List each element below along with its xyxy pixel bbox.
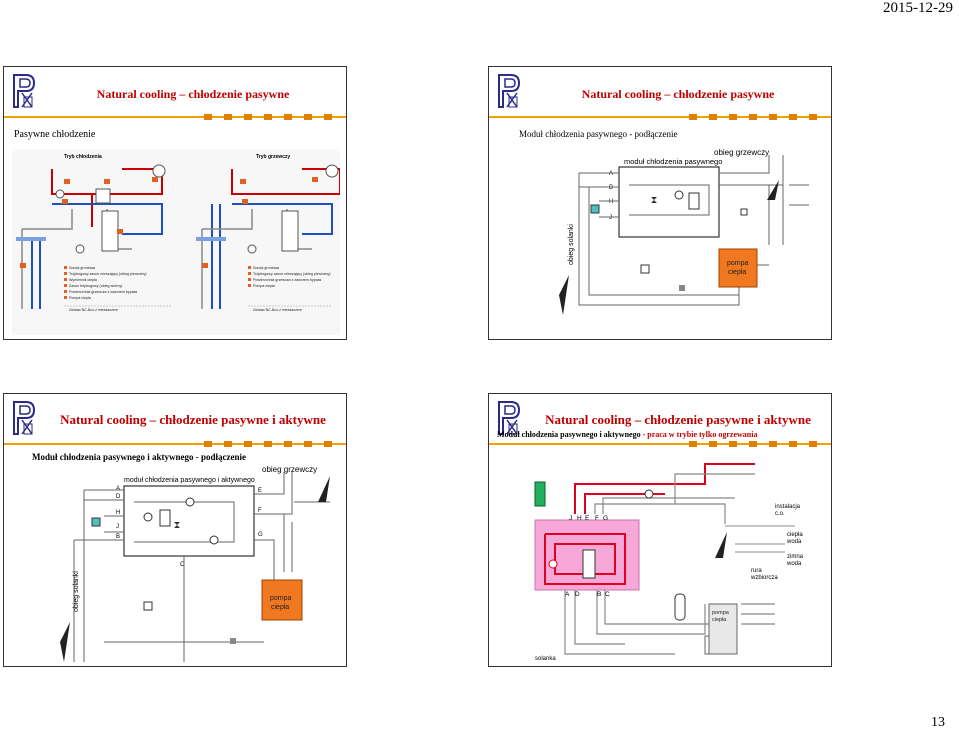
title-bar-dots xyxy=(4,114,346,120)
slide-1: Natural cooling – chłodzenie pasywne Pas… xyxy=(3,66,347,340)
brine-label: solanka xyxy=(535,656,556,662)
heat-pump-label: pompa xyxy=(270,595,292,602)
hot-water-label: ciepła xyxy=(787,532,803,538)
page-number: 13 xyxy=(931,715,945,730)
legend-left-item: Wymiennik ciepła xyxy=(69,278,97,282)
port-label: E xyxy=(585,515,590,522)
circulation-label: rura xyxy=(751,568,762,574)
legend-left-item: Trójdrogowy zawór mieszający (obieg pier… xyxy=(69,272,147,276)
cold-water-label: woda xyxy=(786,561,802,567)
port-label: A xyxy=(116,486,120,492)
slide-title: Natural cooling – chłodzenie pasywne xyxy=(581,87,775,101)
port-label: F xyxy=(595,515,599,522)
slide-subtitle: Moduł chłodzenia pasywnego i aktywnego -… xyxy=(497,430,757,439)
brine-circuit-label: obieg solanki xyxy=(568,224,575,265)
module-label: moduł chłodzenia pasywnego xyxy=(624,157,722,166)
brine-circuit-label: obieg solanki xyxy=(73,571,80,612)
passive-active-module-diagram: obieg grzewczy moduł chłodzenia pasywneg… xyxy=(34,462,340,662)
installation-label: c.o. xyxy=(775,511,785,517)
legend-left-item: Zawór trójdrogowy (obieg wtórny) xyxy=(69,284,122,288)
heat-pump-label: ciepła xyxy=(712,617,727,623)
legend-right-item: Sonda gruntowa xyxy=(253,266,279,270)
heat-pump-label: pompa xyxy=(712,610,730,616)
port-label: B xyxy=(597,591,601,598)
port-label: D xyxy=(116,494,121,500)
legend-right-footer: Zestaw NC-Box z mieszaczem xyxy=(253,308,302,312)
slide-subtitle: Pasywne chłodzenie xyxy=(14,129,96,140)
title-bar-dots xyxy=(489,114,831,120)
port-label: J xyxy=(116,524,119,530)
installation-label: instalacja xyxy=(775,504,801,510)
slide-title: Natural cooling – chłodzenie pasywne i a… xyxy=(545,412,811,427)
passive-cooling-diagram: Tryb chłodzenia Tryb grzewczy xyxy=(12,149,341,335)
heating-circuit-label: obieg grzewczy xyxy=(714,148,769,157)
company-logo xyxy=(498,401,521,435)
legend-left-item: Powierzchnia grzewcza z zaworem bypass xyxy=(69,290,138,294)
heating-circuit-label: obieg grzewczy xyxy=(262,465,317,474)
heat-pump-label: ciepła xyxy=(728,269,746,276)
legend-left-item: Sonda gruntowa xyxy=(69,266,95,270)
port-label: F xyxy=(258,508,262,514)
slide-2: Natural cooling – chłodzenie pasywne Mod… xyxy=(488,66,832,340)
module-label: moduł chłodzenia pasywnego i aktywnego xyxy=(124,477,255,484)
slide-title: Natural cooling – chłodzenie pasywne i a… xyxy=(60,412,326,427)
legend-right-item: Powierzchnia grzewcza z zaworem bypass xyxy=(253,278,322,282)
slide-subtitle: Moduł chłodzenia pasywnego i aktywnego -… xyxy=(32,452,247,462)
slide-subtitle: Moduł chłodzenia pasywnego - podłączenie xyxy=(519,129,678,139)
port-label: B xyxy=(609,185,613,191)
port-label: J xyxy=(609,215,612,221)
mode-heating-label: Tryb grzewczy xyxy=(256,154,290,160)
port-label: C xyxy=(605,591,610,598)
heat-pump-label: ciepła xyxy=(271,604,289,611)
port-label: H xyxy=(116,510,120,516)
circulation-label: wzbiorcza xyxy=(750,575,778,581)
title-bar-dots xyxy=(4,441,346,447)
cold-water-label: zimna xyxy=(787,554,804,560)
company-logo xyxy=(498,74,521,108)
port-label: H xyxy=(609,199,613,205)
legend-left-footer: Zestaw NC-Box z mieszaczem xyxy=(69,308,118,312)
slide-3: Natural cooling – chłodzenie pasywne i a… xyxy=(3,393,347,667)
heating-only-diagram: J H E F G A D B C xyxy=(525,454,827,662)
port-label: A xyxy=(565,591,570,598)
port-label: G xyxy=(603,515,608,522)
heat-pump-label: pompa xyxy=(727,260,749,267)
company-logo xyxy=(13,401,36,435)
port-label: H xyxy=(577,515,582,522)
slide-title: Natural cooling – chłodzenie pasywne xyxy=(96,87,290,101)
slide-subtitle-mode: - praca w trybie tylko ogrzewania xyxy=(642,430,758,439)
hot-water-label: woda xyxy=(786,539,802,545)
slide-subtitle-module: Moduł chłodzenia pasywnego i aktywnego xyxy=(497,430,641,439)
slide-4: Natural cooling – chłodzenie pasywne i a… xyxy=(488,393,832,667)
title-bar-dots xyxy=(489,441,831,447)
legend-right-item: Trójdrogowy zawór mieszający (obieg pier… xyxy=(253,272,331,276)
port-label: J xyxy=(569,515,572,522)
port-label: G xyxy=(258,532,263,538)
legend-right-item: Pompa ciepła xyxy=(253,284,275,288)
port-label: E xyxy=(258,488,262,494)
legend-left-item: Pompa ciepła xyxy=(69,296,91,300)
company-logo xyxy=(12,73,36,111)
port-label: C xyxy=(180,562,185,568)
document-date: 2015-12-29 xyxy=(883,0,953,16)
port-label: D xyxy=(575,591,580,598)
port-label: A xyxy=(609,171,613,177)
passive-module-diagram: obieg grzewczy moduł chłodzenia pasywneg… xyxy=(539,145,827,335)
port-label: B xyxy=(116,534,120,540)
mode-cooling-label: Tryb chłodzenia xyxy=(64,154,102,160)
